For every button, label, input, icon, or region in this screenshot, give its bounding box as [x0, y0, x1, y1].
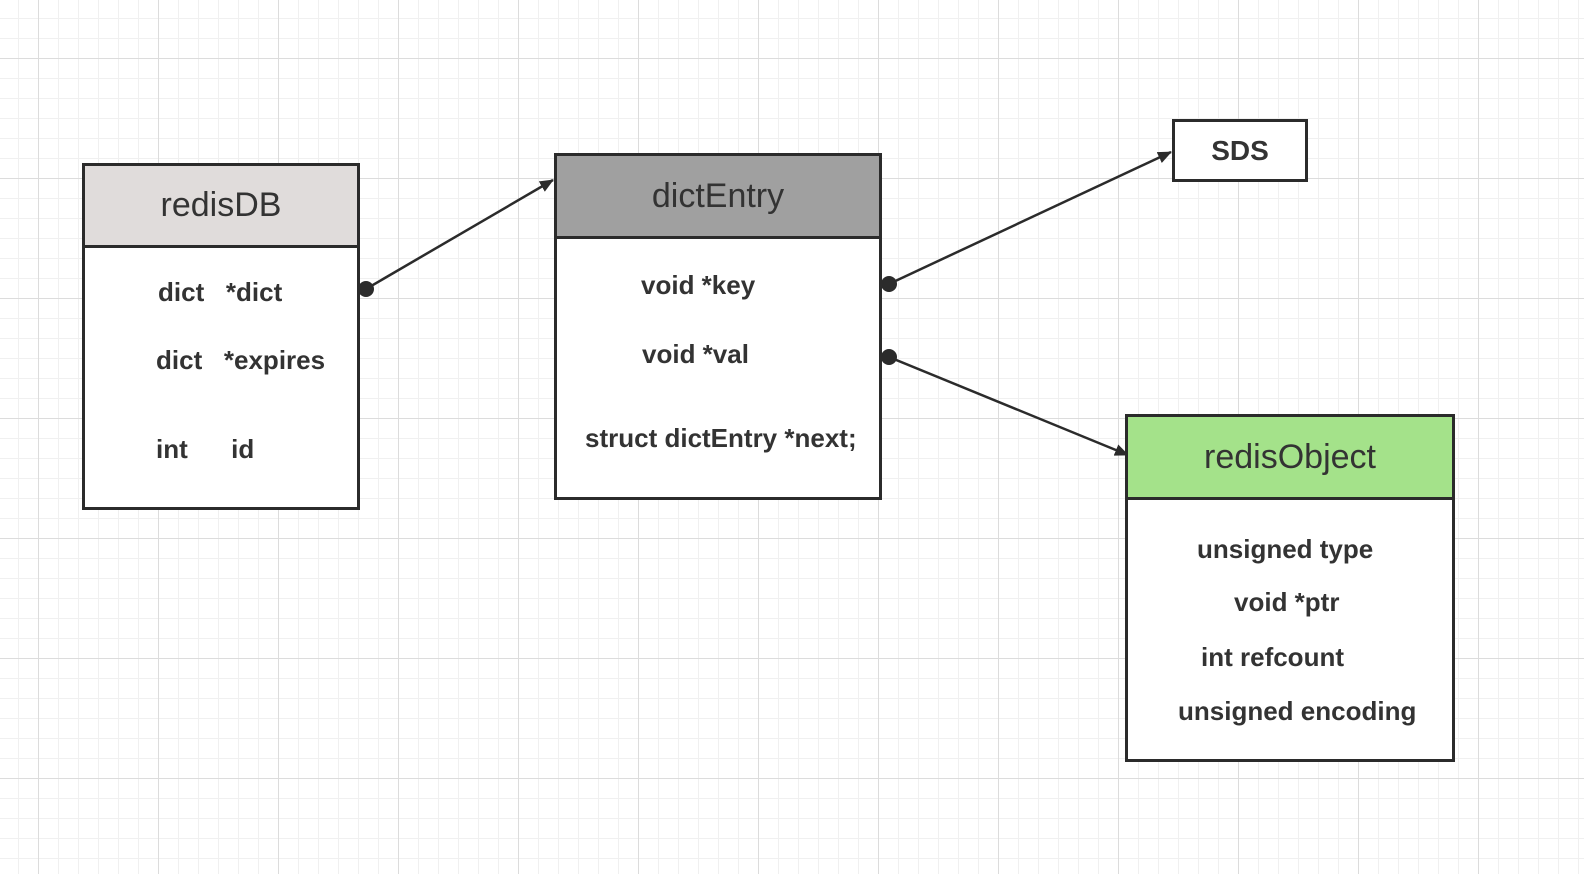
redisobject-box[interactable]: redisObject unsigned type void *ptr int … [1125, 414, 1455, 762]
connector-origin-dot [881, 276, 897, 292]
dictentry-title: dictEntry [651, 176, 785, 215]
redisobject-field-refcount: int refcount [1201, 642, 1344, 672]
sds-title: SDS [1211, 134, 1269, 166]
sds-box[interactable]: SDS [1172, 119, 1308, 182]
dictentry-field-key: void *key [641, 270, 756, 300]
connector-val-to-redisobject [888, 355, 1129, 457]
redisdb-header: redisDB [85, 166, 357, 248]
redisdb-field-id: int id [156, 434, 255, 464]
dictentry-header: dictEntry [557, 156, 879, 239]
redisdb-title: redisDB [160, 186, 282, 224]
connector-dict-to-dictentry [365, 178, 554, 291]
redisobject-title: redisObject [1204, 437, 1376, 476]
dictentry-field-next: struct dictEntry *next; [585, 423, 857, 453]
redisobject-field-ptr: void *ptr [1234, 587, 1340, 617]
connector-origin-dot [358, 281, 374, 297]
redisobject-field-type: unsigned type [1197, 534, 1374, 564]
redisdb-box[interactable]: redisDB dict *dict dict *expires int id [82, 163, 360, 510]
redisobject-header: redisObject [1128, 417, 1452, 500]
dictentry-box[interactable]: dictEntry void *key void *val struct dic… [554, 153, 882, 500]
redisdb-field-expires: dict *expires [156, 345, 326, 375]
dictentry-field-val: void *val [642, 339, 749, 369]
redisobject-field-encoding: unsigned encoding [1178, 696, 1417, 726]
connector-origin-dot [881, 349, 897, 365]
connector-key-to-sds [888, 150, 1172, 286]
redisdb-field-dict: dict *dict [158, 277, 283, 307]
